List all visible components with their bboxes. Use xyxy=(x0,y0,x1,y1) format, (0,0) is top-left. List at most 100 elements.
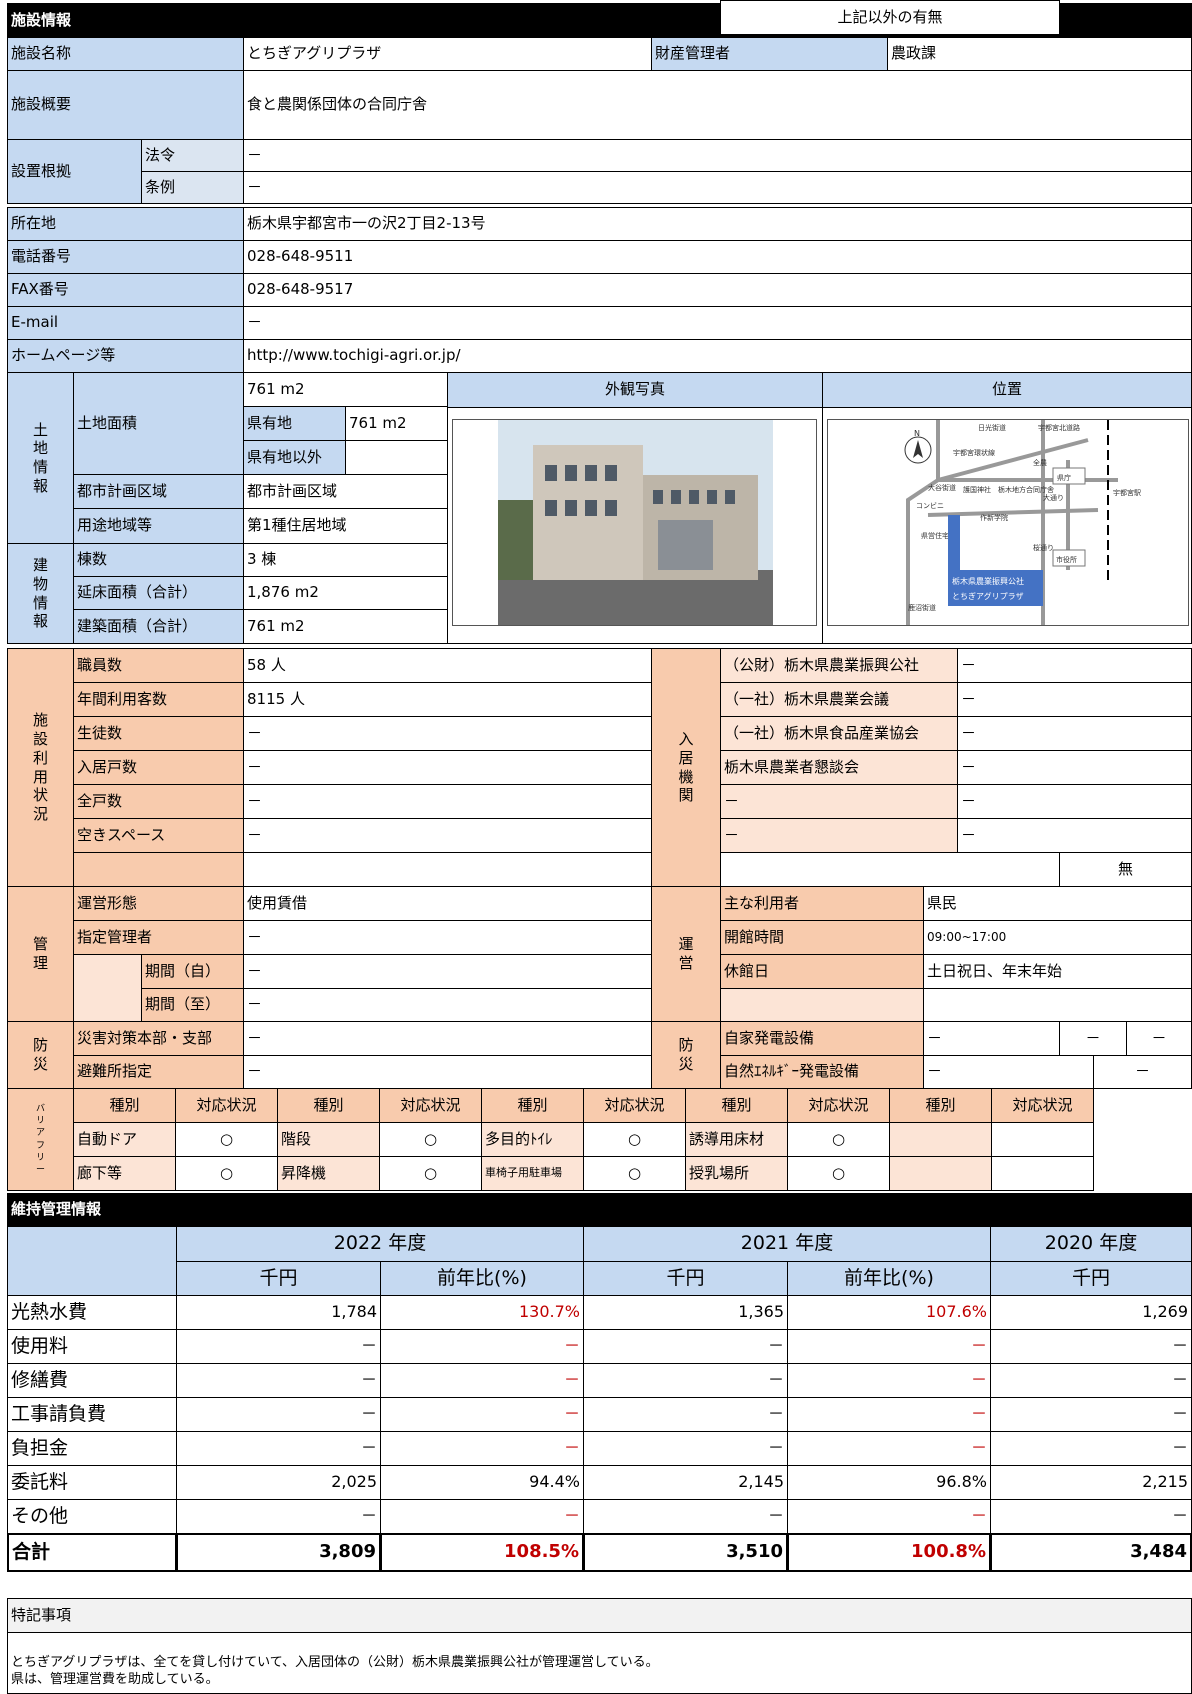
period-to-label: 期間（至） xyxy=(141,988,244,1022)
ratio-header: 前年比(%) xyxy=(787,1261,991,1296)
nonpref-land-label: 県有地以外 xyxy=(243,440,346,475)
year-header-2020: 2020 年度 xyxy=(990,1226,1192,1262)
cost-value: 2,025 xyxy=(176,1465,381,1500)
bf-status: ○ xyxy=(583,1156,686,1191)
cost-ratio: 130.7% xyxy=(380,1295,584,1330)
cost-value: － xyxy=(176,1499,381,1534)
bf-status: ○ xyxy=(175,1156,278,1191)
tenants-group-label: 入居機関 xyxy=(651,648,721,887)
bf-type xyxy=(889,1156,992,1191)
bf-status-header: 対応状況 xyxy=(379,1088,482,1123)
location-header: 位置 xyxy=(822,372,1192,408)
cost-value: － xyxy=(583,1431,788,1466)
cost-ratio: － xyxy=(380,1431,584,1466)
bf-status: ○ xyxy=(379,1156,482,1191)
bf-status: ○ xyxy=(787,1156,890,1191)
tenant-value: － xyxy=(957,750,1192,785)
basis-label: 設置根拠 xyxy=(7,139,142,204)
city-plan-label: 都市計画区域 xyxy=(73,474,244,509)
operation-blank-value xyxy=(923,988,1192,1022)
map-road4: 大谷街道 xyxy=(928,483,956,492)
bf-status: ○ xyxy=(583,1122,686,1157)
renewable-value-2: － xyxy=(1093,1055,1192,1089)
building-photo xyxy=(452,419,817,626)
tenant-name: （公財）栃木県農業振興公社 xyxy=(720,648,958,683)
cost-value: 1,269 xyxy=(990,1295,1192,1330)
map-road7: 鹿沼街道 xyxy=(908,603,936,612)
tenant-value: － xyxy=(957,716,1192,751)
building-count-value: 3 棟 xyxy=(243,543,448,577)
total-ratio: 108.5% xyxy=(380,1533,584,1572)
bf-type: 階段 xyxy=(277,1122,380,1157)
unit-header: 千円 xyxy=(990,1261,1192,1296)
cost-ratio: 107.6% xyxy=(787,1295,991,1330)
year-header-2021: 2021 年度 xyxy=(583,1226,991,1262)
photo-header: 外観写真 xyxy=(447,372,823,408)
bf-type: 車椅子用駐車場 xyxy=(481,1156,584,1191)
cost-label: 工事請負費 xyxy=(7,1397,177,1432)
floor-area-value: 1,876 m2 xyxy=(243,576,448,610)
floor-area-label: 延床面積（合計） xyxy=(73,576,244,610)
operation-group-label: 運営 xyxy=(651,886,721,1022)
map-road5: 大通り xyxy=(1043,493,1064,502)
bf-status-header: 対応状況 xyxy=(787,1088,890,1123)
cost-ratio: － xyxy=(380,1329,584,1364)
usage-row-value: 8115 人 xyxy=(243,682,652,717)
tenant-name: （一社）栃木県食品産業協会 xyxy=(720,716,958,751)
building-area-label: 建築面積（合計） xyxy=(73,609,244,644)
usage-row-label: 全戸数 xyxy=(73,784,244,819)
zone-label: 用途地域等 xyxy=(73,508,244,544)
building-area-value: 761 m2 xyxy=(243,609,448,644)
bf-status-header: 対応状況 xyxy=(583,1088,686,1123)
tel-value: 028-648-9511 xyxy=(243,240,1192,274)
tenant-value: － xyxy=(957,784,1192,819)
usage-group-label: 施設利用状況 xyxy=(7,648,74,887)
designated-manager-value: － xyxy=(243,920,652,955)
unit-header: 千円 xyxy=(583,1261,788,1296)
bf-type-header: 種別 xyxy=(685,1088,788,1123)
usage-empty-label xyxy=(73,852,244,887)
cost-value: － xyxy=(990,1363,1192,1398)
notes-line2: 県は、管理運営費を助成している。 xyxy=(11,1672,219,1688)
cost-value: － xyxy=(583,1499,788,1534)
usage-row-label: 入居戸数 xyxy=(73,750,244,785)
usage-row-value: － xyxy=(243,784,652,819)
map-callout1: 栃木県農業振興公社 xyxy=(952,576,1024,586)
usage-empty-value xyxy=(243,852,652,887)
cost-value: － xyxy=(583,1363,788,1398)
map-road8: 宇都宮駅 xyxy=(1113,488,1141,497)
cost-value: － xyxy=(583,1329,788,1364)
period-from-label: 期間（自） xyxy=(141,954,244,989)
cost-label: 光熱水費 xyxy=(7,1295,177,1330)
usage-row-label: 年間利用客数 xyxy=(73,682,244,717)
cost-ratio: － xyxy=(787,1499,991,1534)
notes-line1: とちぎアグリプラザは、全てを貸し付けていて、入居団体の（公財）栃木県農業振興公社… xyxy=(11,1654,659,1670)
map-road3: 宇都宮環状線 xyxy=(953,448,995,457)
bf-status: ○ xyxy=(787,1122,890,1157)
ordinance-value: － xyxy=(243,171,1192,204)
ratio-header: 前年比(%) xyxy=(380,1261,584,1296)
bf-status xyxy=(991,1122,1094,1157)
city-plan-value: 都市計画区域 xyxy=(243,474,448,509)
bf-status: ○ xyxy=(379,1122,482,1157)
total-label: 合計 xyxy=(7,1533,177,1572)
other-tenants-value: 無 xyxy=(1059,852,1192,887)
homepage-link[interactable]: http://www.tochigi-agri.or.jp/ xyxy=(243,339,1192,373)
usage-row-value: 58 人 xyxy=(243,648,652,683)
unit-header: 千円 xyxy=(176,1261,381,1296)
nonpref-land-value xyxy=(345,440,448,475)
renewable-label: 自然ｴﾈﾙｷﾞｰ発電設備 xyxy=(720,1055,924,1089)
cost-value: － xyxy=(176,1397,381,1432)
closed-days-label: 休館日 xyxy=(720,954,924,989)
cost-ratio: 96.8% xyxy=(787,1465,991,1500)
cost-ratio: － xyxy=(787,1329,991,1364)
name-value: とちぎアグリプラザ xyxy=(243,37,652,71)
cost-value: 2,145 xyxy=(583,1465,788,1500)
renewable-value: － xyxy=(923,1055,1094,1089)
tel-label: 電話番号 xyxy=(7,240,244,274)
management-group-label: 管理 xyxy=(7,886,74,1022)
generator-value-2: － xyxy=(1059,1021,1127,1056)
main-users-value: 県民 xyxy=(923,886,1192,921)
ordinance-label: 条例 xyxy=(141,171,244,204)
